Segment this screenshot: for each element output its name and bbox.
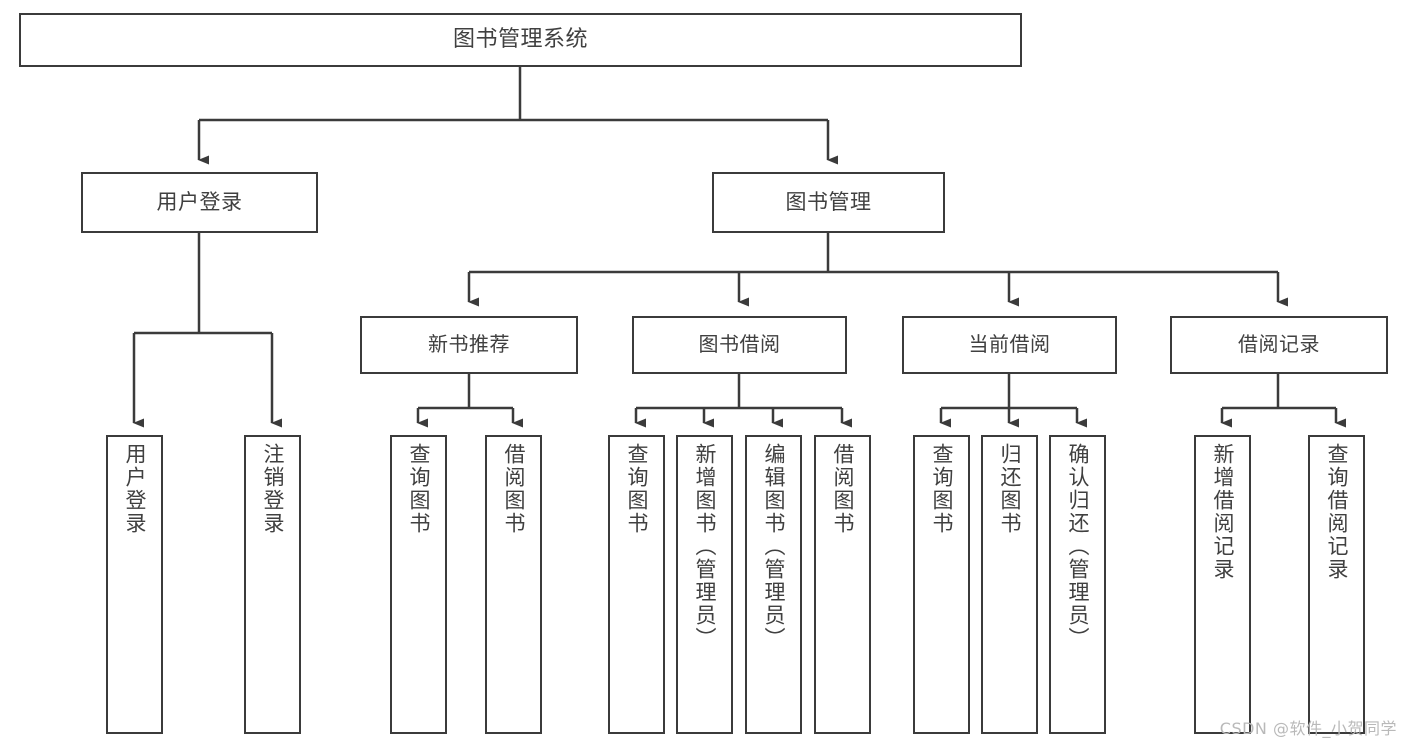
leaf-query-book-recommend[interactable]: 查询图书	[390, 435, 447, 734]
leaf-logout[interactable]: 注销登录	[244, 435, 301, 734]
node-new-book-recommend[interactable]: 新书推荐	[360, 316, 578, 374]
node-current-borrow[interactable]: 当前借阅	[902, 316, 1117, 374]
node-label: 借阅图书	[831, 443, 855, 535]
node-label: 用户登录	[156, 190, 243, 215]
node-label: 借阅记录	[1238, 332, 1320, 357]
node-label: 新书推荐	[428, 332, 510, 357]
leaf-user-login[interactable]: 用户登录	[106, 435, 163, 734]
node-label: 归还图书	[998, 443, 1022, 535]
node-label: 当前借阅	[968, 332, 1051, 357]
node-label: 借阅图书	[502, 443, 526, 535]
leaf-borrow-book[interactable]: 借阅图书	[814, 435, 871, 734]
node-user-login[interactable]: 用户登录	[81, 172, 318, 233]
leaf-add-borrow-record[interactable]: 新增借阅记录	[1194, 435, 1251, 734]
node-label: 图书管理系统	[452, 27, 588, 53]
leaf-query-book-current[interactable]: 查询图书	[913, 435, 970, 734]
node-root-system[interactable]: 图书管理系统	[19, 13, 1022, 67]
watermark: CSDN @软件_小贺同学	[1219, 719, 1397, 738]
leaf-add-book-admin[interactable]: 新增图书（管理员）	[676, 435, 733, 734]
node-label: 新增借阅记录	[1211, 443, 1235, 581]
leaf-borrow-book-recommend[interactable]: 借阅图书	[485, 435, 542, 734]
node-label: 查询图书	[930, 443, 954, 535]
node-book-borrow[interactable]: 图书借阅	[632, 316, 847, 374]
node-label: 编辑图书（管理员）	[762, 443, 786, 650]
node-label: 查询图书	[625, 443, 649, 535]
node-label: 注销登录	[261, 443, 285, 535]
node-label: 确认归还（管理员）	[1066, 443, 1090, 650]
node-label: 图书借阅	[698, 332, 781, 357]
node-label: 新增图书（管理员）	[693, 443, 717, 650]
node-label: 查询借阅记录	[1325, 443, 1349, 581]
node-borrow-record[interactable]: 借阅记录	[1170, 316, 1388, 374]
leaf-edit-book-admin[interactable]: 编辑图书（管理员）	[745, 435, 802, 734]
node-book-management[interactable]: 图书管理	[712, 172, 945, 233]
leaf-return-book[interactable]: 归还图书	[981, 435, 1038, 734]
node-label: 查询图书	[407, 443, 431, 535]
node-label: 用户登录	[123, 443, 147, 535]
leaf-query-book-borrow[interactable]: 查询图书	[608, 435, 665, 734]
leaf-query-borrow-record[interactable]: 查询借阅记录	[1308, 435, 1365, 734]
leaf-confirm-return-admin[interactable]: 确认归还（管理员）	[1049, 435, 1106, 734]
node-label: 图书管理	[785, 190, 872, 215]
